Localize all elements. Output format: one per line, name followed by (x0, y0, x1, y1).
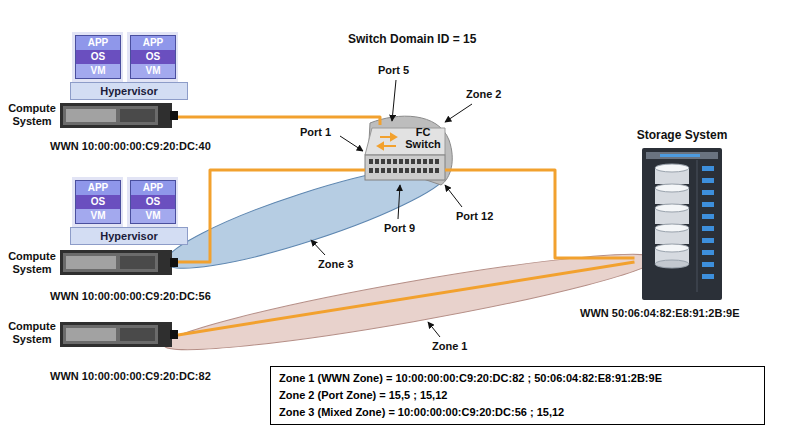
vm-layer-label: OS (131, 50, 175, 64)
server-1 (60, 103, 178, 128)
domain-id-label: Switch Domain ID = 15 (348, 33, 476, 46)
vm-stack: APPOSVM (130, 35, 176, 79)
switch-arrows (378, 134, 396, 149)
server-3 (60, 322, 178, 347)
vm-layer-label: VM (76, 64, 120, 78)
vm-layer-label: VM (131, 64, 175, 78)
leader-line (398, 185, 400, 219)
hypervisor-label: Hypervisor (71, 228, 187, 244)
zone-definition: Zone 3 (Mixed Zone) = 10:00:00:00:C9:20:… (279, 404, 756, 421)
compute-system: Compute System (5, 248, 178, 278)
hypervisor-label: Hypervisor (71, 83, 187, 99)
leader-line (445, 185, 462, 207)
zone-label: Zone 2 (466, 88, 501, 101)
wwn-label: WWN 10:00:00:00:C9:20:DC:82 (50, 370, 211, 383)
switch-front (365, 155, 445, 180)
vm-layer-label: APP (76, 181, 120, 195)
port-label: Port 5 (378, 64, 409, 77)
vm-stack: APPOSVM (75, 180, 121, 224)
vm-layer-label: OS (76, 50, 120, 64)
leader-line (428, 322, 440, 337)
storage-system: Storage System (635, 128, 730, 303)
port-label: Port 12 (456, 210, 493, 223)
storage-tower (642, 148, 722, 300)
disk-stack (655, 164, 689, 268)
vm-layer-label: VM (76, 209, 120, 223)
wwn-label: WWN 10:00:00:00:C9:20:DC:56 (50, 290, 211, 303)
zone-label: Zone 3 (318, 258, 353, 271)
vm-backdrops (72, 32, 178, 228)
port-label: Port 9 (384, 222, 415, 235)
zone-label: Zone 1 (432, 340, 467, 353)
system-label: Compute System (5, 320, 59, 346)
vm-layer-label: VM (131, 209, 175, 223)
compute-system: Compute System (5, 318, 178, 348)
leader-lines (311, 80, 472, 337)
vm-backdrop (72, 32, 123, 83)
fc-link (445, 170, 635, 258)
fc-link (178, 117, 380, 125)
server-2 (60, 250, 178, 275)
vm-layer-label: APP (76, 36, 120, 50)
status-leds (702, 166, 714, 279)
hypervisor-box: Hypervisor (70, 227, 188, 245)
wwn-label: WWN 10:00:00:00:C9:20:DC:40 (50, 140, 211, 153)
switch-label: FC Switch (401, 126, 445, 150)
leader-line (311, 240, 325, 255)
vm-layer-label: APP (131, 181, 175, 195)
vm-backdrop (127, 32, 178, 83)
system-label: Compute System (5, 250, 59, 276)
vm-stack: APPOSVM (130, 180, 176, 224)
leader-line (392, 80, 396, 121)
vm-backdrop (72, 177, 123, 228)
wwn-label: WWN 50:06:04:82:E8:91:2B:9E (580, 307, 740, 320)
fc-switch-symbol (365, 128, 445, 180)
leader-line (445, 104, 472, 122)
zone-definition: Zone 2 (Port Zone) = 15,5 ; 15,12 (279, 387, 756, 404)
vm-layer-label: APP (131, 36, 175, 50)
vm-layer-label: OS (131, 195, 175, 209)
fc-link (178, 262, 635, 335)
compute-system: Compute System (5, 100, 178, 130)
leader-line (340, 136, 363, 151)
hypervisor-box: Hypervisor (70, 82, 188, 100)
zone-table: Zone 1 (WWN Zone) = 10:00:00:00:C9:20:DC… (270, 366, 765, 425)
vm-backdrop (127, 177, 178, 228)
zone-3-ellipse (159, 148, 455, 285)
vm-layer-label: OS (76, 195, 120, 209)
vm-stack: APPOSVM (75, 35, 121, 79)
switch-ports (369, 159, 439, 173)
fc-switch: FC Switch (365, 125, 445, 182)
zone-definition: Zone 1 (WWN Zone) = 10:00:00:00:C9:20:DC… (279, 370, 756, 387)
port-label: Port 1 (300, 126, 331, 139)
system-label: Compute System (5, 102, 59, 128)
storage-label: Storage System (635, 128, 730, 143)
fc-link (178, 170, 365, 262)
